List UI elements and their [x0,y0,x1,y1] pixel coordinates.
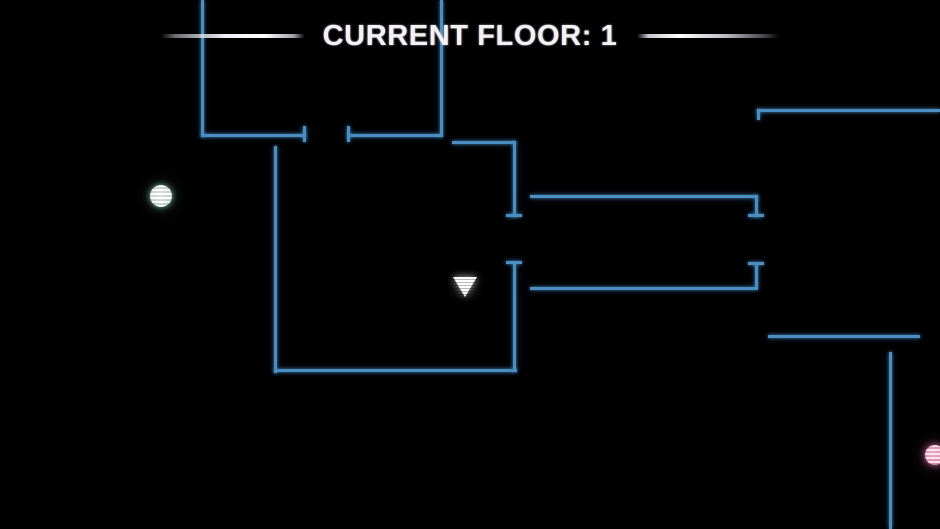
wall-room-top [452,141,516,144]
wall-top-mid-vertical [440,0,443,137]
wall-corridor-bottom [530,287,758,290]
wall-lower-right-horizontal [768,335,920,338]
wall-upper-right-hook [757,109,760,120]
enemy-marker [925,445,940,465]
wall-room-right-lower-cap [506,261,522,264]
wall-corridor-bottom-right-end [755,264,758,288]
wall-corridor-bottom-right-cap [748,262,764,265]
wall-room-bottom [274,369,517,372]
wall-top-left-vertical [201,0,204,137]
wall-top-mid-horizontal [348,134,442,137]
wall-top-left-horizontal [201,134,306,137]
wall-doorway-cap-right [347,126,350,142]
wall-room-left [274,146,277,373]
wall-corridor-top-right-cap [748,214,764,217]
wall-room-right-upper [513,141,516,217]
wall-room-right-lower [513,263,516,372]
player-marker [453,277,477,297]
wall-lower-right-vertical [889,352,892,529]
wall-room-right-upper-cap [506,214,522,217]
wall-doorway-cap-left [303,126,306,142]
wall-corridor-top [530,195,758,198]
item-marker [150,185,172,207]
wall-upper-right-horizontal [757,109,940,112]
wall-corridor-top-right-end [755,195,758,217]
